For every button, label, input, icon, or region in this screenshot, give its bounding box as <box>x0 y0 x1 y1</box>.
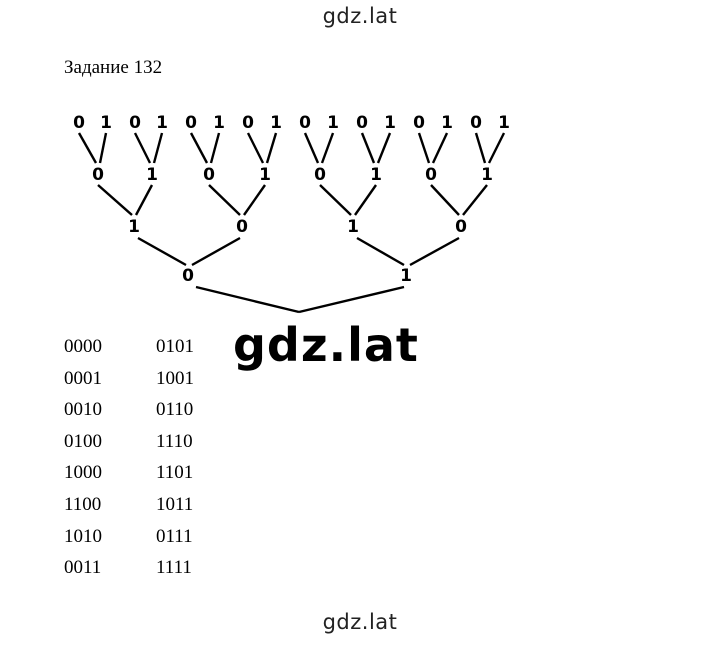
tree-leaf-label: 0 <box>242 113 254 133</box>
tree-leaf-label: 0 <box>185 113 197 133</box>
code-cell: 0001 <box>64 367 102 389</box>
tree-edge <box>430 184 460 216</box>
tree-node-label: 0 <box>236 217 248 237</box>
code-row: 1000 1101 <box>64 462 248 494</box>
tree-node-label: 0 <box>92 165 104 185</box>
tree-edge <box>134 184 154 216</box>
tree-leaf-label: 1 <box>213 113 225 133</box>
code-cell: 0010 <box>64 399 102 421</box>
tree-leaf-label: 1 <box>156 113 168 133</box>
tree-edge <box>246 132 265 164</box>
code-cell: 1010 <box>64 525 102 547</box>
tree-leaf-label: 1 <box>100 113 112 133</box>
tree-edge <box>376 132 392 164</box>
tree-node-label: 0 <box>455 217 467 237</box>
tree-edge <box>98 132 108 164</box>
code-row: 0001 1001 <box>64 368 248 400</box>
tree-node-label: 1 <box>481 165 493 185</box>
tree-edge <box>298 285 405 314</box>
code-cell: 0111 <box>156 525 193 547</box>
tree-edge <box>360 132 376 164</box>
tree-node-label: 1 <box>400 266 412 286</box>
watermark-bottom: gdz.lat <box>322 610 398 634</box>
tree-edge <box>431 132 449 164</box>
tree-edge <box>265 132 278 164</box>
tree-node-label: 1 <box>146 165 158 185</box>
tree-leaf-label: 0 <box>299 113 311 133</box>
code-cell: 1100 <box>64 493 102 515</box>
tree-edge <box>417 132 431 164</box>
tree-node-label: 1 <box>347 217 359 237</box>
tree-edge <box>189 132 209 164</box>
watermark-middle: gdz.lat <box>233 318 419 372</box>
code-row: 0000 0101 <box>64 336 248 368</box>
tree-node-label: 1 <box>370 165 382 185</box>
code-cell: 1111 <box>156 557 192 579</box>
tree-leaf-label: 1 <box>441 113 453 133</box>
watermark-top: gdz.lat <box>322 4 398 28</box>
code-cell: 1000 <box>64 462 102 484</box>
code-row: 1100 1011 <box>64 494 248 526</box>
tree-leaf-label: 0 <box>73 113 85 133</box>
code-cell: 1101 <box>156 462 194 484</box>
code-cell: 0011 <box>64 557 102 579</box>
codes-table: 0000 0101 0001 1001 0010 0110 0100 1110 … <box>64 336 248 589</box>
tree-edge <box>243 184 266 216</box>
tree-edge <box>195 285 300 314</box>
tree-edge <box>152 132 164 164</box>
tree-edge <box>474 132 487 164</box>
code-row: 1010 0111 <box>64 526 248 558</box>
tree-node-label: 0 <box>203 165 215 185</box>
code-row: 0010 0110 <box>64 399 248 431</box>
code-row: 0100 1110 <box>64 431 248 463</box>
tree-edge <box>487 132 506 164</box>
code-row: 0011 1111 <box>64 557 248 589</box>
tree-edge <box>77 132 98 164</box>
tree-edge <box>356 236 405 267</box>
tree-node-label: 0 <box>425 165 437 185</box>
tree-edge <box>137 236 187 267</box>
tree-edge <box>191 236 241 267</box>
tree-leaf-label: 1 <box>270 113 282 133</box>
tree-edge <box>354 184 377 216</box>
tree-leaf-label: 1 <box>327 113 339 133</box>
code-cell: 0000 <box>64 336 102 357</box>
tree-leaf-label: 1 <box>498 113 510 133</box>
code-cell: 0100 <box>64 430 102 452</box>
tree-leaf-label: 1 <box>384 113 396 133</box>
tree-edge <box>462 184 488 216</box>
tree-leaf-label: 0 <box>470 113 482 133</box>
tree-node-label: 0 <box>182 266 194 286</box>
tree-edge <box>320 132 335 164</box>
code-cell: 1011 <box>156 493 194 515</box>
tree-node-label: 0 <box>314 165 326 185</box>
tree-edge <box>97 184 133 216</box>
tree-edge <box>303 132 320 164</box>
code-cell: 1001 <box>156 367 194 389</box>
tree-node-label: 1 <box>128 217 140 237</box>
tree-edge <box>133 132 152 164</box>
tree-edge <box>208 184 241 216</box>
tree-leaf-label: 0 <box>356 113 368 133</box>
tree-edge <box>409 236 460 267</box>
code-cell: 1110 <box>156 430 193 452</box>
tree-leaf-label: 0 <box>413 113 425 133</box>
task-title: Задание 132 <box>64 57 163 78</box>
code-cell: 0101 <box>156 336 194 357</box>
code-cell: 0110 <box>156 399 194 421</box>
tree-node-label: 1 <box>259 165 271 185</box>
tree-leaf-label: 0 <box>129 113 141 133</box>
tree-edge <box>319 184 352 216</box>
tree-edge <box>209 132 221 164</box>
